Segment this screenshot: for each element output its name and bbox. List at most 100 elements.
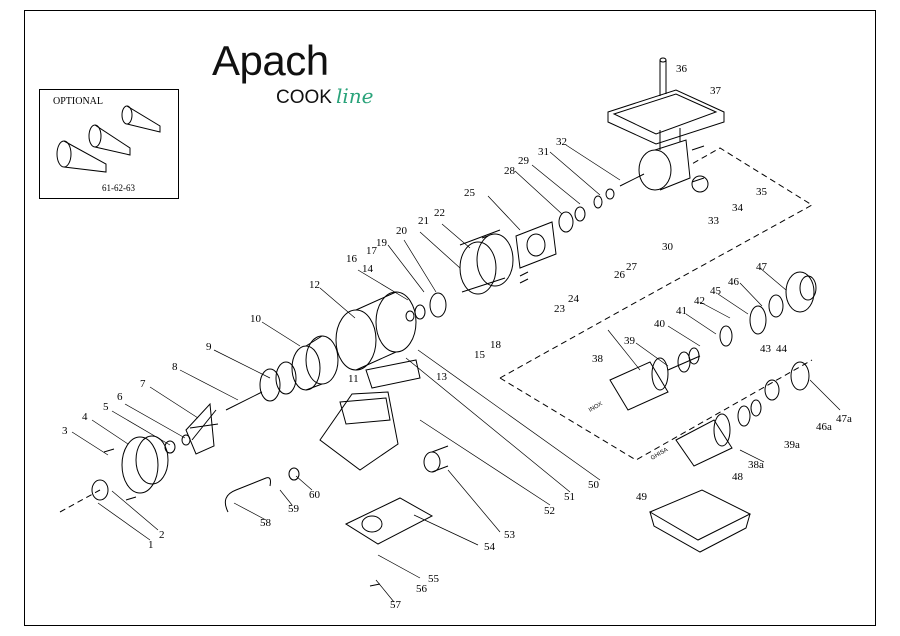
ghisa-marking: GHISA <box>650 447 669 462</box>
part-label-21: 21 <box>418 215 429 227</box>
bottom-plate <box>344 497 434 545</box>
part-label-52: 52 <box>544 505 555 517</box>
cutting-plates <box>719 271 817 401</box>
gasket-plate <box>515 221 557 269</box>
part-label-10: 10 <box>250 313 262 325</box>
part-label-46a: 46a <box>816 421 832 433</box>
part-label-12: 12 <box>309 279 320 291</box>
inox-marking: INOX <box>588 401 604 414</box>
power-cable <box>224 477 271 513</box>
rotor <box>225 361 297 411</box>
part-label-51: 51 <box>564 491 575 503</box>
part-label-56: 56 <box>416 583 428 595</box>
worm-assemblies <box>609 347 762 467</box>
motor-housing <box>335 291 417 371</box>
end-cap <box>91 434 191 501</box>
optional-part-codes: 61-62-63 <box>102 183 135 193</box>
rear-cover <box>291 335 339 391</box>
part-label-42: 42 <box>694 295 705 307</box>
part-label-14: 14 <box>362 263 374 275</box>
part-label-4: 4 <box>82 411 88 423</box>
capacitor <box>423 445 449 473</box>
part-label-38: 38 <box>592 353 604 365</box>
collection-tray <box>648 489 752 553</box>
part-label-58: 58 <box>260 517 272 529</box>
part-label-57: 57 <box>390 599 402 611</box>
part-label-46: 46 <box>728 276 740 288</box>
assembly-centerlines <box>59 147 813 513</box>
part-label-28: 28 <box>504 165 516 177</box>
part-label-59: 59 <box>288 503 300 515</box>
part-label-43: 43 <box>760 343 772 355</box>
part-label-8: 8 <box>172 361 178 373</box>
brand-line-text: line <box>335 84 374 108</box>
part-label-47a: 47a <box>836 413 852 425</box>
part-label-29: 29 <box>518 155 530 167</box>
brand-cook-text: COOK <box>276 87 332 108</box>
part-label-35: 35 <box>756 186 768 198</box>
part-label-1: 1 <box>148 539 154 551</box>
part-label-23: 23 <box>554 303 566 315</box>
screws <box>103 145 705 587</box>
part-label-50: 50 <box>588 479 600 491</box>
part-label-44: 44 <box>776 343 788 355</box>
part-label-17: 17 <box>366 245 378 257</box>
part-label-5: 5 <box>103 401 109 413</box>
part-label-26: 26 <box>614 269 626 281</box>
brand-name: Apach <box>212 37 329 84</box>
drawing-frame <box>24 10 876 626</box>
leader-lines <box>71 144 841 603</box>
part-label-19: 19 <box>376 237 388 249</box>
part-label-48: 48 <box>732 471 744 483</box>
sausage-funnel-medium <box>88 124 131 156</box>
part-label-55: 55 <box>428 573 440 585</box>
part-label-7: 7 <box>140 378 146 390</box>
part-label-32: 32 <box>556 136 567 148</box>
part-label-6: 6 <box>117 391 123 403</box>
part-label-11: 11 <box>348 373 359 385</box>
part-label-16: 16 <box>346 253 358 265</box>
part-label-20: 20 <box>396 225 408 237</box>
gears <box>405 173 645 322</box>
part-label-47: 47 <box>756 261 768 273</box>
part-label-31: 31 <box>538 146 549 158</box>
part-label-15: 15 <box>474 349 486 361</box>
optional-accessories-box: OPTIONAL 61-62-63 <box>39 89 179 199</box>
mincer-head <box>638 128 709 193</box>
part-label-38a: 38a <box>748 459 764 471</box>
part-label-25: 25 <box>464 187 476 199</box>
part-label-18: 18 <box>490 339 502 351</box>
part-label-3: 3 <box>62 425 68 437</box>
part-label-41: 41 <box>676 305 687 317</box>
part-label-37: 37 <box>710 85 722 97</box>
part-label-27: 27 <box>626 261 638 273</box>
part-label-9: 9 <box>206 341 212 353</box>
fan <box>185 402 219 455</box>
switch <box>288 467 300 481</box>
base-stand <box>319 359 421 471</box>
part-label-36: 36 <box>676 63 688 75</box>
part-label-33: 33 <box>708 215 720 227</box>
part-label-60: 60 <box>309 489 321 501</box>
sausage-funnel-small <box>121 105 161 133</box>
part-label-24: 24 <box>568 293 580 305</box>
part-label-2: 2 <box>159 529 165 541</box>
part-label-49: 49 <box>636 491 648 503</box>
part-label-40: 40 <box>654 318 666 330</box>
part-label-13: 13 <box>436 371 448 383</box>
part-label-39: 39 <box>624 335 636 347</box>
part-label-39a: 39a <box>784 439 800 451</box>
gearbox-housing <box>459 229 514 295</box>
optional-title: OPTIONAL <box>53 96 103 107</box>
part-label-45: 45 <box>710 285 722 297</box>
part-label-34: 34 <box>732 202 744 214</box>
part-label-22: 22 <box>434 207 445 219</box>
part-label-54: 54 <box>484 541 496 553</box>
sausage-funnel-large <box>56 140 107 173</box>
feed-tray <box>607 57 725 145</box>
part-label-53: 53 <box>504 529 516 541</box>
